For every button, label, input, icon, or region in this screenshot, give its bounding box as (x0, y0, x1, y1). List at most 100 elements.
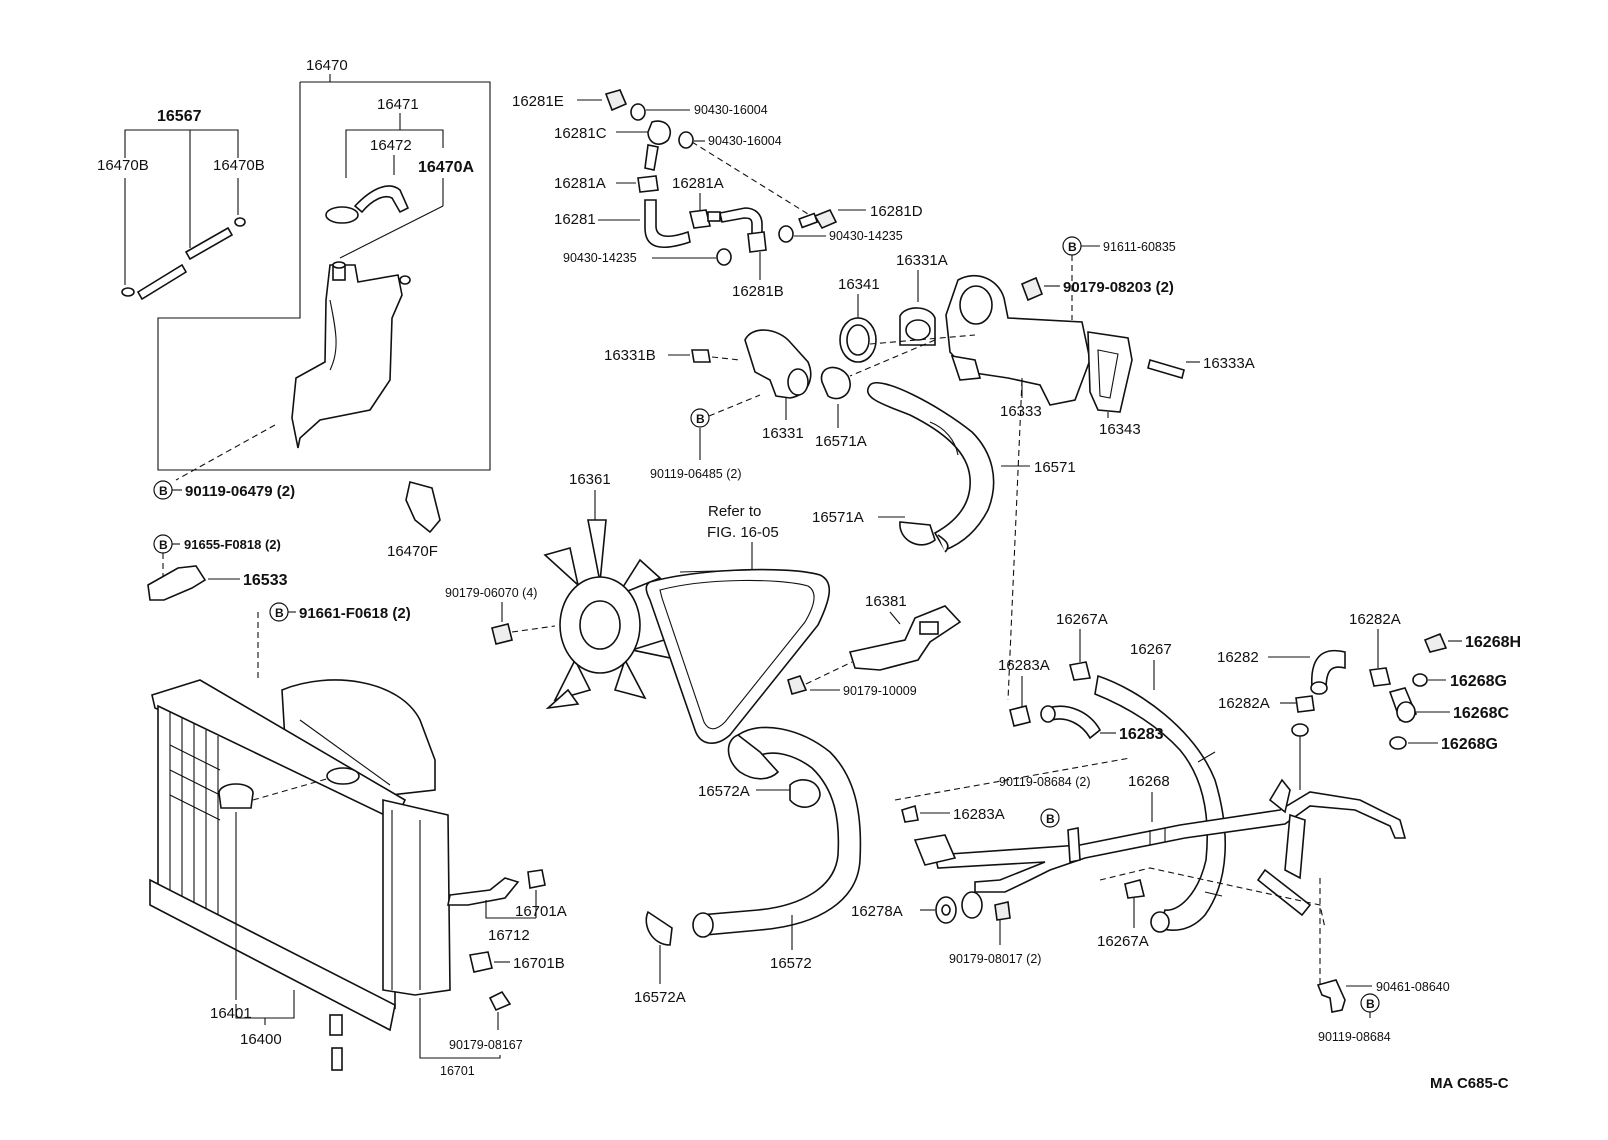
fan-16361-icon: 16361 (543, 471, 683, 710)
part-16283-label: 16283 (1119, 726, 1164, 743)
overflow-hose-icon (121, 217, 246, 301)
part-16701A-label: 16701A (515, 903, 567, 920)
bolt-marker-text: B (275, 606, 284, 620)
part-91661-label: 91661-F0618 (2) (299, 605, 411, 622)
bypass-hose-group: 16281E 90430-16004 16281C 90430-16004 16… (512, 89, 923, 300)
figure-code: MA C685-C (1430, 1075, 1509, 1092)
part-16341-label: 16341 (838, 276, 880, 293)
part-16470F-label: 16470F (387, 543, 438, 560)
hose-clamp-icon (899, 521, 936, 546)
part-16567-label: 16567 (157, 108, 202, 125)
part-16281A-right-label: 16281A (672, 175, 724, 192)
part-16331B-label: 16331B (604, 347, 656, 364)
part-16281B-label: 16281B (732, 283, 784, 300)
part-16470-label: 16470 (306, 57, 348, 74)
part-16400-label: 16400 (240, 1031, 282, 1048)
part-16282A-top-label: 16282A (1349, 611, 1401, 628)
clip-16470F-group: 16470F (387, 481, 441, 560)
thermostat-group: B 91611-60835 16331A 16341 90179-08203 (… (604, 236, 1255, 701)
part-16572A-bottom-label: 16572A (634, 989, 686, 1006)
part-90119-08684-mid-label: 90119-08684 (2) (999, 775, 1091, 789)
part-16572A-top-label: 16572A (698, 783, 750, 800)
part-90430-14235-right-label: 90430-14235 (829, 229, 903, 243)
part-16343-label: 16343 (1099, 421, 1141, 438)
part-90430-16004-b-label: 90430-16004 (708, 134, 782, 148)
part-16331-label: 16331 (762, 425, 804, 442)
hose-clamp-icon (789, 779, 821, 808)
bolt-marker-text: B (1068, 240, 1077, 254)
part-16571A-a-label: 16571A (815, 433, 867, 450)
nut-90179-06070: 90179-06070 (4) (445, 586, 556, 645)
part-16472-label: 16472 (370, 137, 412, 154)
part-16281-label: 16281 (554, 211, 596, 228)
part-16381-label: 16381 (865, 593, 907, 610)
bolt-marker-text: B (159, 538, 168, 552)
hose-clamp-icon (645, 910, 673, 946)
part-90430-14235-left-label: 90430-14235 (563, 251, 637, 265)
part-16283A-top-label: 16283A (998, 657, 1050, 674)
part-90179-06070-label: 90179-06070 (4) (445, 586, 537, 600)
part-16571-label: 16571 (1034, 459, 1076, 476)
part-16267-label: 16267 (1130, 641, 1172, 658)
heater-hose-group: 16267A 16267 16283A 16283 16282A 16282 1… (851, 611, 1521, 1044)
part-16701B-label: 16701B (513, 955, 565, 972)
part-16470B-left-label: 16470B (97, 157, 149, 174)
part-16333A-label: 16333A (1203, 355, 1255, 372)
part-16281A-left-label: 16281A (554, 175, 606, 192)
part-16361-label: 16361 (569, 471, 611, 488)
part-16282A-bottom-label: 16282A (1218, 695, 1270, 712)
reservoir-tank-icon (291, 261, 411, 449)
part-16268H-label: 16268H (1465, 634, 1521, 651)
bolt-91661-group: B 91661-F0618 (2) (257, 602, 411, 680)
part-91655-label: 91655-F0818 (2) (184, 537, 281, 552)
reservoir-group: 16470 16567 16470B 16470B 16471 16472 16… (97, 57, 491, 500)
reservoir-cap-icon (325, 185, 410, 224)
part-16267A-bottom-label: 16267A (1097, 933, 1149, 950)
bolt-marker-text: B (696, 412, 705, 426)
part-16281E-label: 16281E (512, 93, 564, 110)
refer-to-label: Refer to (708, 503, 761, 520)
part-91611-label: 91611-60835 (1103, 240, 1176, 254)
part-90430-16004-a-label: 90430-16004 (694, 103, 768, 117)
part-90119-08684-bottom-label: 90119-08684 (1318, 1030, 1391, 1044)
part-16401-label: 16401 (210, 1005, 252, 1022)
part-16268C-label: 16268C (1453, 705, 1509, 722)
part-16712-label: 16712 (488, 927, 530, 944)
part-16282-label: 16282 (1217, 649, 1259, 666)
part-90119-06479-label: 90119-06479 (2) (185, 483, 295, 500)
bolt-marker-text: B (1366, 997, 1375, 1011)
part-90119-06485-label: 90119-06485 (2) (650, 467, 742, 481)
fluid-coupling-16381: 16381 90179-10009 (787, 593, 962, 698)
part-90461-label: 90461-08640 (1376, 980, 1450, 994)
refer-fig-label: FIG. 16-05 (707, 524, 779, 541)
lower-left-hardware: 16701A 16712 16701B 90179-08167 16701 (419, 869, 567, 1078)
part-16470B-right-label: 16470B (213, 157, 265, 174)
part-90179-08167-label: 90179-08167 (449, 1038, 523, 1052)
part-16471-label: 16471 (377, 96, 419, 113)
part-16533-label: 16533 (243, 572, 288, 589)
bolt-marker-text: B (159, 484, 168, 498)
part-16267A-top-label: 16267A (1056, 611, 1108, 628)
upper-hose-16571-icon (867, 382, 995, 553)
part-16278A-label: 16278A (851, 903, 903, 920)
lower-hose-16572-icon (692, 726, 862, 938)
radiator-icon (149, 679, 451, 1071)
part-16281C-label: 16281C (554, 125, 607, 142)
part-16283A-bottom-label: 16283A (953, 806, 1005, 823)
part-16268G-top-label: 16268G (1450, 673, 1507, 690)
part-16701-label: 16701 (440, 1064, 475, 1078)
part-90179-08203-label: 90179-08203 (2) (1063, 279, 1174, 296)
part-90179-08017-label: 90179-08017 (2) (949, 952, 1041, 966)
bolt-marker-icon (690, 408, 710, 428)
part-90179-10009-label: 90179-10009 (843, 684, 917, 698)
drive-belt-icon (645, 568, 830, 744)
part-16470A-label: 16470A (418, 159, 474, 176)
bolt-marker-text: B (1046, 812, 1055, 826)
part-16571A-b-label: 16571A (812, 509, 864, 526)
bracket-16533-group: B 91655-F0818 (2) 16533 (147, 534, 288, 601)
part-16268G-bottom-label: 16268G (1441, 736, 1498, 753)
bolt-marker-icon (1040, 808, 1060, 828)
part-16281D-label: 16281D (870, 203, 923, 220)
part-16268-label: 16268 (1128, 773, 1170, 790)
